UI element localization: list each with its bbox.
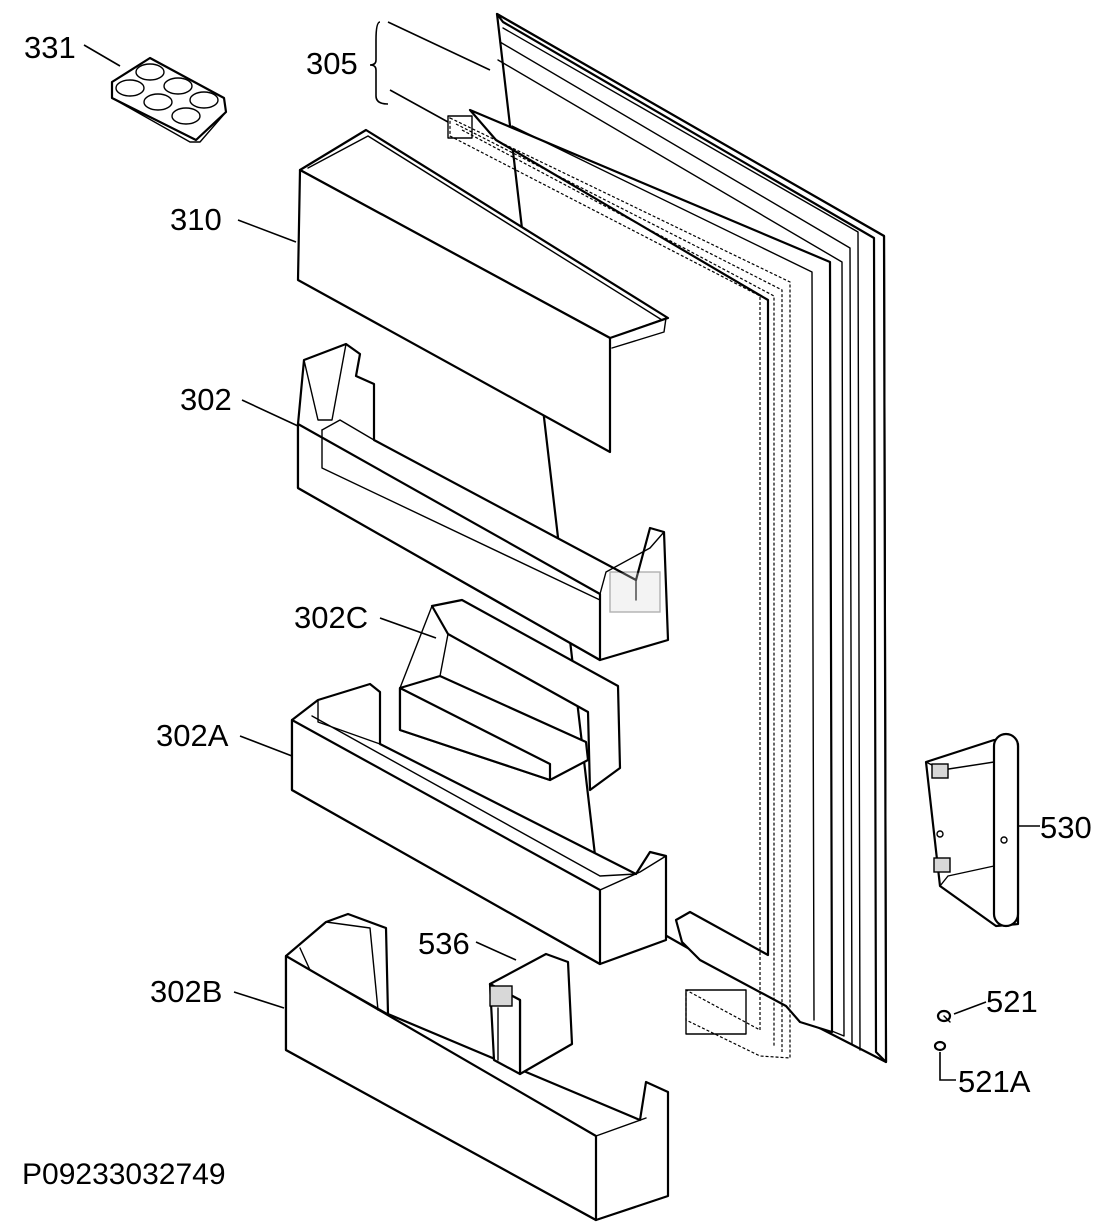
- label-331: 331: [24, 30, 76, 65]
- label-536: 536: [418, 926, 470, 961]
- label-302b: 302B: [150, 974, 222, 1009]
- label-530: 530: [1040, 810, 1092, 845]
- egg-tray-331: [110, 56, 228, 143]
- label-302a: 302A: [156, 718, 229, 753]
- screw-521: [936, 1009, 952, 1023]
- small-box-302c: [398, 598, 622, 792]
- drawing-code: P09233032749: [22, 1158, 226, 1191]
- door-handle-530: [924, 732, 1020, 928]
- label-521: 521: [986, 984, 1038, 1019]
- label-310: 310: [170, 202, 222, 237]
- label-302: 302: [180, 382, 232, 417]
- leader-lines: [83, 21, 1040, 1081]
- bottle-shelf-302b: [284, 912, 670, 1222]
- divider-536: [488, 952, 574, 1076]
- door-shelf-302: [296, 342, 670, 662]
- washer-521a: [933, 1040, 947, 1052]
- dairy-lid-310: [296, 128, 670, 454]
- label-521a: 521A: [958, 1064, 1031, 1099]
- label-305: 305: [306, 46, 358, 81]
- door-shelf-302a: [290, 682, 668, 966]
- label-302c: 302C: [294, 600, 368, 635]
